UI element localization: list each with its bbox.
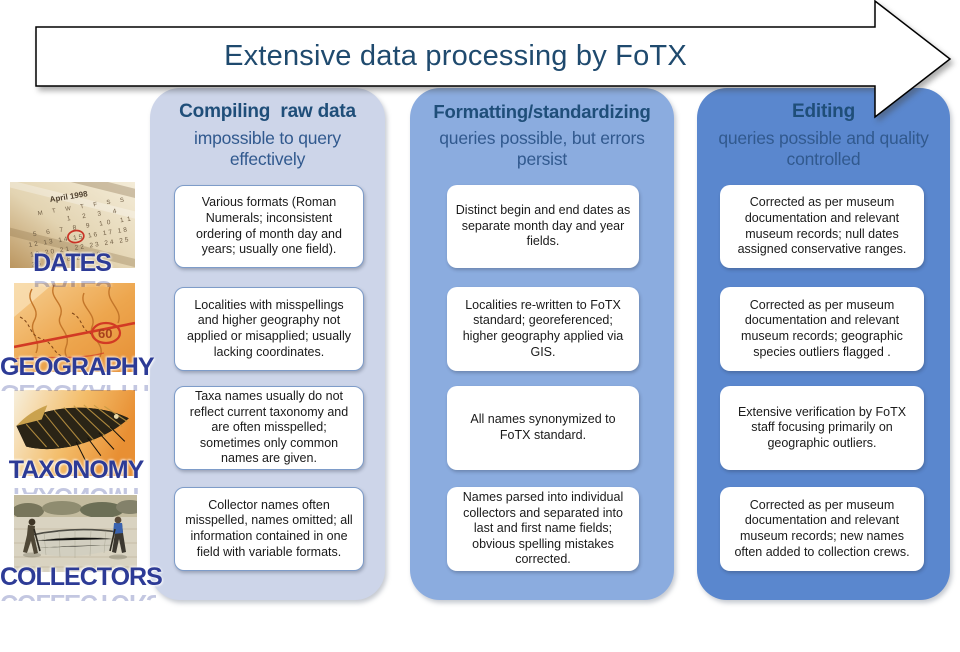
card-text: Corrected as per museum documentation an… [741,297,903,359]
calendar-image: April 1998 M T W T F S S 1 2 3 4 5 6 7 8… [10,182,135,268]
column-subtitle: queries possible, but errors persist [439,128,645,170]
column-subtitle: queries possible and quality controlled [718,128,929,170]
collectors-image [14,495,137,572]
card-text: Corrected as per museum documentation an… [734,497,910,559]
card-taxonomy-formatted: All names synonymized to FoTX standard. [447,386,639,470]
column-formatting-standardizing: Formatting/standardizing queries possibl… [410,88,674,600]
row-label-taxonomy: TAXONOMY TAXONOMY [0,458,154,495]
card-text: Corrected as per museum documentation an… [737,195,907,257]
card-text: Localities with misspellings and higher … [187,297,351,359]
column-header: Compiling raw data [179,101,356,122]
fish-image [14,390,135,476]
red-route-line [14,321,135,349]
card-geography-edited: Corrected as per museum documentation an… [720,287,924,371]
svg-text:60: 60 [98,326,112,341]
label-reflection: COLLECTORS [0,590,156,601]
card-geography-formatted: Localities re-written to FoTX standard; … [447,287,639,371]
card-taxonomy-edited: Extensive verification by FoTX staff foc… [720,386,924,470]
column-subtitle: impossible to query effectively [194,128,341,170]
card-dates-raw: Various formats (Roman Numerals; inconsi… [174,185,364,268]
row-label-dates: DATES DATES [2,251,142,288]
card-geography-raw: Localities with misspellings and higher … [174,287,364,371]
label-reflection: GEOGRAPHY [0,380,150,391]
row-label-geography: GEOGRAPHY GEOGRAPHY [0,355,155,392]
column-header: Editing [792,101,855,122]
column-editing: Editing queries possible and quality con… [697,88,950,600]
card-text: Taxa names usually do not reflect curren… [189,388,349,466]
label-reflection: TAXONOMY [0,483,154,494]
column-header: Formatting/standardizing [433,101,651,122]
label-reflection: DATES [2,276,142,287]
card-text: Localities re-written to FoTX standard; … [462,297,624,359]
card-dates-formatted: Distinct begin and end dates as separate… [447,185,639,268]
card-taxonomy-raw: Taxa names usually do not reflect curren… [174,386,364,470]
card-text: Extensive verification by FoTX staff foc… [737,404,907,450]
card-text: Collector names often misspelled, names … [185,497,353,559]
highway-60-circle [90,321,122,345]
collector-right [109,516,127,560]
slide-title: Extensive data processing by FoTX [224,40,687,72]
column-compiling-raw-data: Compiling raw data impossible to query e… [150,88,385,600]
card-collectors-raw: Collector names often misspelled, names … [174,487,364,571]
row-label-collectors: COLLECTORS COLLECTORS [0,565,163,602]
card-collectors-formatted: Names parsed into individual collectors … [447,487,639,571]
card-text: Various formats (Roman Numerals; inconsi… [196,195,342,257]
card-text: Distinct begin and end dates as separate… [455,203,631,249]
card-collectors-edited: Corrected as per museum documentation an… [720,487,924,571]
card-text: Names parsed into individual collectors … [462,489,624,567]
card-text: All names synonymized to FoTX standard. [470,412,616,442]
map-image: 60 [14,283,135,372]
card-dates-edited: Corrected as per museum documentation an… [720,185,924,268]
red-circle-highlight [67,229,85,244]
title-arrow-shape [35,0,952,119]
collector-left [23,518,41,558]
